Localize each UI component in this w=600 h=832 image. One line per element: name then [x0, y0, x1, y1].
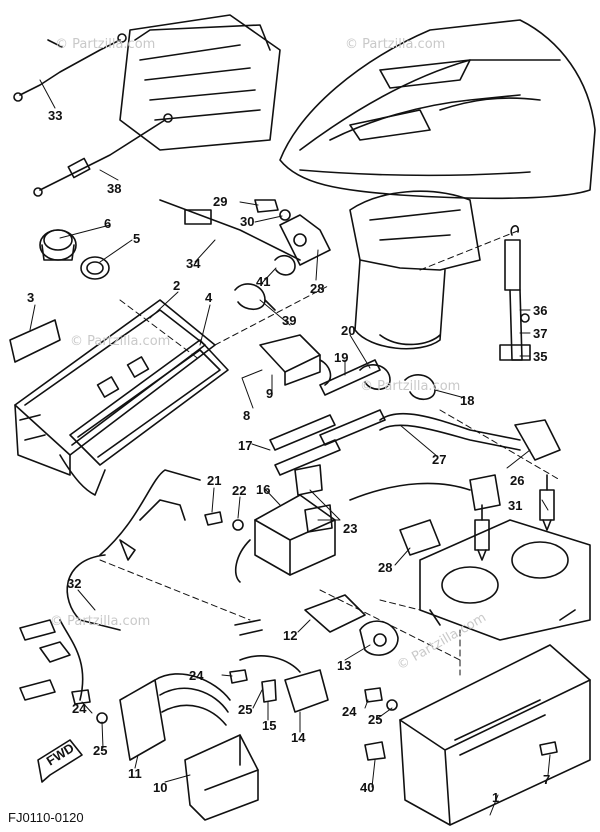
plug-cap-26-illustration: [514, 419, 561, 461]
callout-label: 16: [256, 482, 270, 497]
callout-label: 3: [27, 290, 34, 305]
ring-5-illustration: [80, 256, 110, 280]
callout-label: 8: [243, 408, 250, 423]
callout-label: 4: [205, 290, 213, 305]
callout-label: 22: [232, 483, 246, 498]
callout-label: 24: [72, 701, 87, 716]
harness-32-illustration: [19, 469, 201, 701]
washer-22-illustration: [232, 519, 244, 531]
callout-label: 25: [238, 702, 252, 717]
callout-label: 20: [341, 323, 355, 338]
callout-label: 25: [93, 743, 107, 758]
callout-label: 39: [282, 313, 296, 328]
part-41-illustration: [274, 254, 296, 276]
tube-19-illustration: [319, 359, 381, 396]
callout-label: 34: [186, 256, 201, 271]
callout-label: 17: [238, 438, 252, 453]
callout-label: 28: [378, 560, 392, 575]
part-14-illustration: [239, 655, 329, 713]
callout-label: 23: [343, 521, 357, 536]
callout-label: 40: [360, 780, 374, 795]
exhaust-housing-illustration: [349, 190, 481, 350]
watermark-text: © Partzilla.com: [70, 334, 170, 349]
cable-38-illustration: [33, 113, 173, 197]
callout-label: 24: [342, 704, 357, 719]
starter-relay-12-illustration: [234, 594, 366, 636]
callout-label: 11: [128, 766, 142, 781]
linkage-34-illustration: [159, 199, 331, 266]
electrical-box-1-illustration: [399, 644, 591, 826]
rectifier-11-illustration: [119, 673, 231, 761]
callout-label: 2: [173, 278, 180, 293]
cap-6-illustration: [39, 229, 77, 261]
callout-label: 38: [107, 181, 121, 196]
callout-label: 18: [460, 393, 474, 408]
bolt-21-illustration: [204, 511, 223, 526]
clamp-20-illustration: [359, 364, 391, 391]
ignition-coil-16-illustration: [234, 494, 336, 583]
bolt-40-illustration: [364, 741, 386, 761]
callout-label: 27: [432, 452, 446, 467]
callout-label: 33: [48, 108, 62, 123]
callout-label: 32: [67, 576, 81, 591]
callout-label: 1: [492, 790, 499, 805]
callout-label: 14: [291, 730, 306, 745]
callout-label: 15: [262, 718, 276, 733]
plug-cord-27-illustration: [379, 412, 521, 451]
part-13-illustration: [359, 620, 399, 656]
cover-2-illustration: [14, 299, 216, 476]
callout-label: 9: [266, 386, 273, 401]
cover-10-illustration: [184, 734, 259, 821]
clip-23-illustration: [294, 464, 333, 533]
callouts: 1 2 3 4 5 6 7 8 9 10 11 12 13 14 15 16 1…: [27, 108, 550, 805]
watermark-text: © Partzilla.com: [395, 610, 489, 673]
callout-label: 30: [240, 214, 254, 229]
cylinder-head-illustration: [419, 519, 591, 641]
engine-hood-illustration: [119, 14, 281, 151]
callout-label: 41: [256, 274, 270, 289]
sender-35-37-illustration: [499, 225, 531, 361]
relay-9-illustration: [259, 334, 332, 386]
leader-lines: [29, 79, 551, 816]
plug-cord-lower-illustration: [349, 474, 501, 511]
tube-17-illustration: [269, 409, 386, 476]
callout-label: 36: [533, 303, 547, 318]
callout-label: 6: [104, 216, 111, 231]
clamp-39-illustration: [234, 283, 276, 311]
callout-label: 29: [213, 194, 227, 209]
callout-label: 24: [189, 668, 204, 683]
callout-label: 19: [334, 350, 348, 365]
callout-label: 28: [310, 281, 324, 296]
fwd-arrow-icon: [37, 739, 83, 783]
hull-illustration: [279, 19, 596, 200]
fitting-29-30-illustration: [254, 199, 291, 221]
callout-label: 26: [510, 473, 524, 488]
spark-plug-31-b-illustration: [539, 474, 555, 531]
gasket-4-illustration: [59, 339, 229, 496]
callout-label: 31: [508, 498, 522, 513]
dashed-assembly-lines: [99, 229, 561, 676]
drawing-code: FJ0110-0120: [8, 810, 84, 825]
callout-label: 7: [543, 772, 550, 787]
callout-label: 13: [337, 658, 351, 673]
watermark-text: © Partzilla.com: [360, 379, 460, 394]
fwd-label: FWD: [44, 740, 77, 768]
part-15-illustration: [261, 679, 277, 703]
callout-label: 10: [153, 780, 167, 795]
callout-label: 5: [133, 231, 140, 246]
watermark-text: © Partzilla.com: [50, 614, 150, 629]
watermark-text: © Partzilla.com: [55, 37, 155, 52]
callout-label: 12: [283, 628, 297, 643]
cable-33-illustration: [13, 33, 127, 102]
callout-label: 35: [533, 349, 547, 364]
watermark-text: © Partzilla.com: [345, 37, 445, 52]
gasket-3-illustration: [9, 319, 61, 363]
callout-label: 37: [533, 326, 547, 341]
callout-label: 25: [368, 712, 382, 727]
callout-label: 21: [207, 473, 221, 488]
bracket-28-lower-illustration: [399, 519, 441, 556]
bolt-7-illustration: [539, 741, 558, 756]
